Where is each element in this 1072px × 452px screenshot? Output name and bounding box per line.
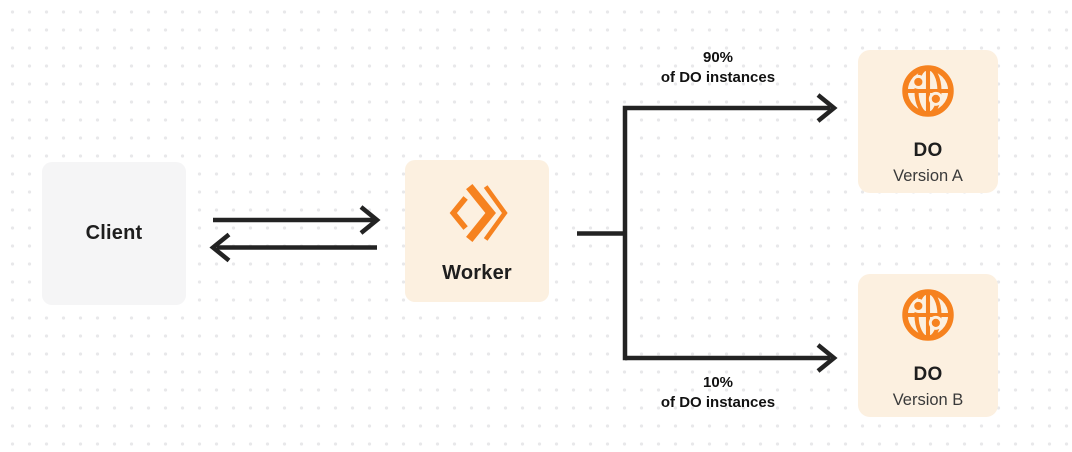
split-90-label: 90% of DO instances <box>618 48 818 88</box>
do-version-b-node: DO Version B <box>858 274 998 417</box>
globe-icon <box>902 289 954 341</box>
do-a-subtitle: Version A <box>893 166 963 185</box>
split-10-percent: 10% <box>702 374 734 391</box>
worker-node: Worker <box>405 160 549 302</box>
split-10-label: 10% of DO instances <box>618 373 818 413</box>
split-90-caption: of DO instances <box>660 69 776 86</box>
do-a-title: DO <box>913 140 943 161</box>
cloudflare-workers-icon <box>449 183 508 243</box>
do-b-title: DO <box>913 364 943 385</box>
client-label: Client <box>85 222 143 244</box>
arrow-worker-to-client <box>209 232 377 263</box>
do-version-a-node: DO Version A <box>858 50 998 193</box>
split-90-percent: 90% <box>702 49 734 66</box>
globe-icon <box>902 65 954 117</box>
worker-label: Worker <box>442 262 512 284</box>
bottom-branch-arrow <box>625 343 838 373</box>
top-branch-arrow <box>622 93 838 361</box>
client-node: Client <box>42 162 186 305</box>
split-10-caption: of DO instances <box>660 394 776 411</box>
do-b-subtitle: Version B <box>892 390 964 409</box>
arrow-client-to-worker <box>213 205 381 235</box>
